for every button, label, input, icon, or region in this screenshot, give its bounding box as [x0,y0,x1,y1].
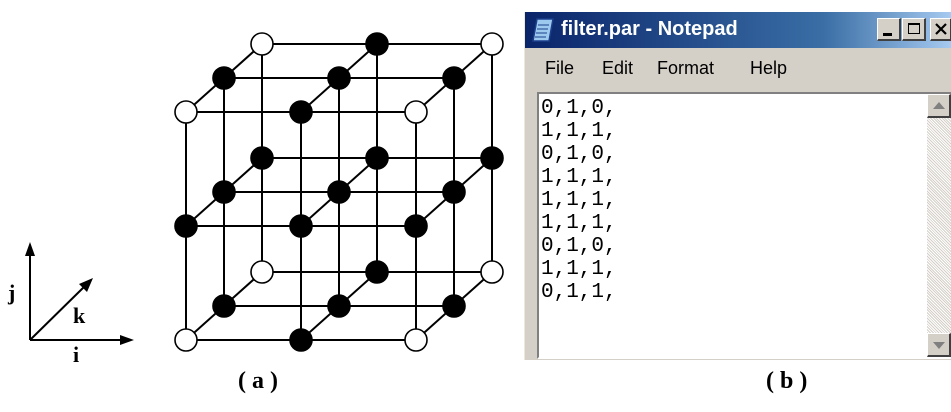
lattice-node-filled [442,294,466,318]
close-icon [935,23,947,35]
text-line: 0,1,1, [541,281,617,304]
close-button[interactable] [930,18,951,41]
lattice-node-hollow [404,100,428,124]
i-axis-label: i [73,342,79,367]
lattice-node-filled [174,214,198,238]
lattice-node-hollow [250,32,274,56]
minimize-button[interactable] [877,18,901,41]
title-bar[interactable]: filter.par - Notepad [525,12,951,48]
axes-legend: j k i [7,242,134,367]
lattice-node-filled [250,146,274,170]
arrow-up-icon [933,102,945,109]
lattice-node-filled [212,66,236,90]
scroll-down-button[interactable] [927,333,951,357]
text-line: 1,1,1, [541,120,617,143]
lattice-node-filled [327,180,351,204]
maximize-icon [908,23,920,34]
notepad-window: filter.par - Notepad File Edit Format He… [524,12,951,360]
lattice-node-filled [289,328,313,352]
k-axis-arrowhead [79,278,93,292]
text-line: 1,1,1, [541,166,617,189]
minimize-icon [883,33,892,36]
text-line: 0,1,0, [541,235,617,258]
lattice-node-hollow [174,100,198,124]
caption-a: ( a ) [238,368,278,394]
text-line: 1,1,1, [541,189,617,212]
lattice-node-filled [442,66,466,90]
j-axis-arrowhead [25,242,35,256]
caption-b: ( b ) [766,368,808,394]
vertical-scrollbar[interactable] [927,94,951,357]
lattice-node-filled [480,146,504,170]
k-axis-line [29,284,87,341]
lattice-node-filled [442,180,466,204]
lattice-node-hollow [404,328,428,352]
text-editor[interactable]: 0,1,0, 1,1,1, 0,1,0, 1,1,1, 1,1,1, 1,1,1… [537,92,951,359]
arrow-down-icon [933,342,945,349]
document-text[interactable]: 0,1,0, 1,1,1, 0,1,0, 1,1,1, 1,1,1, 1,1,1… [541,97,617,304]
lattice-node-hollow [174,328,198,352]
lattice-node-filled [212,180,236,204]
menu-file[interactable]: File [545,58,575,78]
menu-format[interactable]: Format [657,58,715,78]
text-line: 1,1,1, [541,212,617,235]
lattice-node-hollow [250,260,274,284]
i-axis-arrowhead [120,335,134,345]
menu-help[interactable]: Help [750,58,788,78]
menu-edit[interactable]: Edit [602,58,634,78]
lattice-node-hollow [480,260,504,284]
maximize-button[interactable] [902,18,926,41]
notepad-icon [532,18,554,42]
k-axis-label: k [73,303,86,328]
lattice-node-filled [289,214,313,238]
lattice-nodes [174,32,504,352]
window-title: filter.par - Notepad [561,18,738,40]
lattice-node-filled [365,146,389,170]
lattice-node-filled [365,260,389,284]
lattice-node-filled [327,66,351,90]
text-line: 1,1,1, [541,258,617,281]
scroll-up-button[interactable] [927,94,951,118]
lattice-node-hollow [480,32,504,56]
lattice-node-filled [327,294,351,318]
lattice-node-filled [404,214,428,238]
lattice-node-filled [365,32,389,56]
menu-bar: File Edit Format Help [525,52,951,82]
lattice-figure: j k i [7,32,504,367]
j-axis-label: j [7,280,15,305]
text-line: 0,1,0, [541,97,617,120]
lattice-node-filled [212,294,236,318]
lattice-node-filled [289,100,313,124]
text-line: 0,1,0, [541,143,617,166]
